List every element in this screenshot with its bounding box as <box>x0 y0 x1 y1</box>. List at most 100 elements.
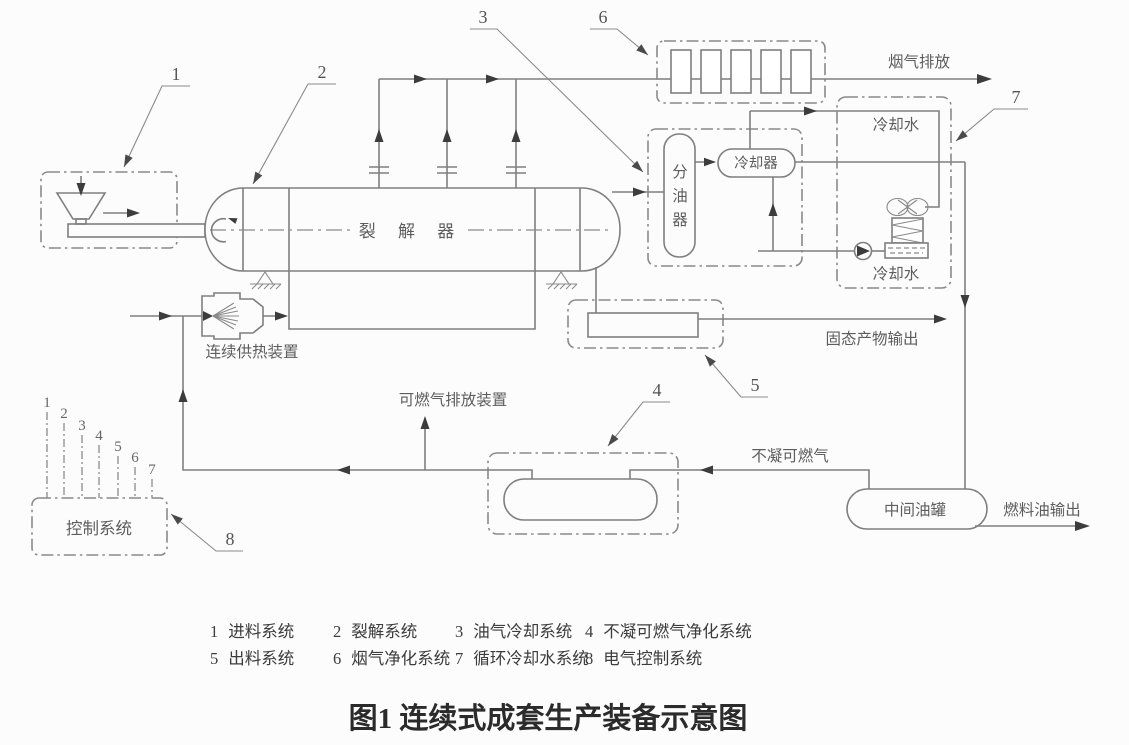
feed-system-boundary <box>40 171 178 249</box>
rotation-arrow-icon <box>228 218 238 224</box>
oil-tank-group: 中间油罐 燃料油输出 <box>846 488 1090 531</box>
cooling-water-top-label: 冷却水 <box>873 116 920 134</box>
callout-number: 6 <box>599 7 608 27</box>
callout-8: 8 <box>170 513 243 552</box>
leader-arrow-icon <box>124 154 133 167</box>
callout-number: 2 <box>318 62 327 82</box>
header-arrow-icon <box>414 74 427 84</box>
purifier-plate <box>700 49 722 94</box>
rotation-icon <box>210 217 227 243</box>
legend-label: 进料系统 <box>228 622 294 641</box>
cooling-fan-icon <box>886 197 929 217</box>
flue-out-label: 烟气排放 <box>888 53 951 71</box>
radiator-coil-zigzag <box>891 218 924 244</box>
control-system-label: 控制系统 <box>66 519 132 538</box>
cooler <box>717 148 796 178</box>
callout-1: 1 <box>123 64 190 168</box>
water-to-radiator-line <box>750 110 940 208</box>
burner-spray <box>212 302 239 330</box>
legend-num: 7 <box>455 649 463 668</box>
pump-impeller-icon <box>857 245 870 257</box>
legend-num: 1 <box>210 622 218 641</box>
leader-arrow-icon <box>608 434 619 446</box>
cooling-water-system: 冷却水 冷却水 <box>749 96 952 289</box>
purifier-plate <box>790 49 812 94</box>
separator-label-char: 分 <box>672 163 688 181</box>
heater-label: 连续供热装置 <box>205 343 298 361</box>
control-input-number: 5 <box>114 439 122 455</box>
callout-5: 5 <box>704 354 768 398</box>
leader-arrow-icon <box>253 171 263 184</box>
legend-label: 电气控制系统 <box>603 649 702 668</box>
cooler-water-up-arrow-icon <box>768 203 778 216</box>
legend-item: 1 进料系统 <box>210 622 294 641</box>
legend-num: 6 <box>333 649 341 668</box>
ncg-from-tank-line <box>629 469 870 489</box>
riser-up-arrow-icon <box>511 129 521 142</box>
control-input-number: 3 <box>78 418 86 434</box>
discharge-boundary <box>567 299 724 349</box>
purifier-plate <box>670 49 692 94</box>
reactor-label: 裂 解 器 <box>359 222 464 241</box>
control-system-box <box>31 497 168 556</box>
oil-cooling-system: 分 油 器 冷却器 <box>612 128 970 489</box>
callout-3: 3 <box>470 7 644 173</box>
cooling-water-bottom-label: 冷却水 <box>873 265 920 283</box>
legend-num: 8 <box>585 649 593 668</box>
callout-number: 3 <box>479 7 488 27</box>
legend-num: 4 <box>585 622 593 641</box>
feed-down-arrow-icon <box>76 183 86 196</box>
callout-number: 5 <box>751 375 760 395</box>
pyrolysis-system: 裂 解 器 <box>204 74 657 330</box>
leader-arrow-icon <box>636 44 648 55</box>
burner-nozzle <box>203 311 213 321</box>
oil-cooling-boundary <box>647 128 803 267</box>
callout-7: 7 <box>955 87 1028 142</box>
separator-to-cooler-arrow-icon <box>704 157 716 167</box>
recycle-up-arrow-icon <box>178 389 188 402</box>
legend-label: 裂解系统 <box>351 622 417 641</box>
pyrolysis-reactor <box>204 187 621 272</box>
riser-up-arrow-icon <box>374 129 384 142</box>
legend-label: 出料系统 <box>228 649 294 668</box>
purifier-plate <box>730 49 752 94</box>
vent-up-arrow-icon <box>420 416 430 429</box>
flue-purifier-boundary <box>656 40 826 104</box>
ncg-left-arrow-icon <box>700 465 713 475</box>
control-input-number: 6 <box>131 450 139 466</box>
solid-out-arrow-icon <box>934 314 947 324</box>
legend-item: 2 裂解系统 <box>333 622 417 641</box>
heating-device: 连续供热装置 <box>130 292 299 361</box>
ncg-system: 可燃气排放装置 不凝可燃气 <box>178 316 870 535</box>
control-input-number: 2 <box>60 406 68 422</box>
callout-2: 2 <box>252 62 336 185</box>
cooling-water-boundary <box>836 96 952 289</box>
callout-6: 6 <box>590 7 649 56</box>
intermediate-oil-tank <box>846 488 988 530</box>
furnace-casing <box>288 271 536 330</box>
control-input-number: 4 <box>95 428 103 444</box>
burner-outlet-arrow-icon <box>275 311 288 321</box>
legend-num: 5 <box>210 649 218 668</box>
fuel-out-arrow-icon <box>1075 521 1090 531</box>
leader-arrow-icon <box>631 160 643 172</box>
fuel-out-label: 燃料油输出 <box>1003 501 1081 519</box>
burner-inlet-arrow-icon <box>159 311 172 321</box>
legend-num: 2 <box>333 622 341 641</box>
saddle-support <box>250 271 282 290</box>
vent-device-label: 可燃气排放装置 <box>399 391 508 409</box>
separator-label-char: 器 <box>672 212 688 229</box>
control-input-number: 1 <box>43 395 51 411</box>
callout-number: 1 <box>172 64 181 84</box>
water-basin <box>884 242 929 259</box>
legend-num: 3 <box>455 622 463 641</box>
leader-arrow-icon <box>956 130 968 141</box>
control-input-number: 7 <box>148 462 156 478</box>
